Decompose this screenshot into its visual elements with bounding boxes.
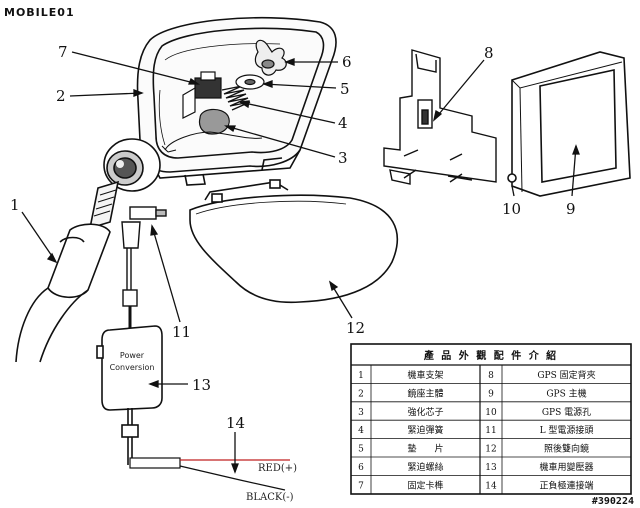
mobile01-logo: MOBILE01 (4, 6, 75, 19)
callout-numbers: 1 2 3 4 5 6 7 8 9 10 11 12 13 14 (10, 43, 576, 432)
table-cell-name: GPS 主機 (546, 387, 586, 399)
callout-1: 1 (10, 196, 20, 214)
table-row: 6 緊迫螺絲 13 機車用變壓器 (351, 456, 631, 473)
callout-2: 2 (56, 87, 66, 105)
table-cell-name: 強化芯子 (407, 406, 443, 418)
table-row: 4 緊迫彈簧 11 L 型電源接頭 (351, 419, 631, 436)
callout-3: 3 (338, 149, 348, 167)
callout-5: 5 (340, 80, 350, 98)
callout-9: 9 (566, 200, 576, 218)
internal-parts (161, 39, 287, 153)
black-wire-label: BLACK(-) (246, 492, 294, 503)
callout-10: 10 (502, 200, 521, 218)
callout-4: 4 (338, 114, 348, 132)
adapter-label-line2: Conversion (110, 363, 155, 372)
table-cell-number: 6 (358, 463, 364, 473)
table-cell-name: 鏡座主體 (407, 387, 443, 399)
table-row: 3 強化芯子 10 GPS 電源孔 (351, 401, 631, 418)
table-cell-name: GPS 電源孔 (542, 407, 591, 418)
table-row: 1 機車支架 8 GPS 固定背夾 (358, 369, 596, 381)
red-wire-label: RED(+) (258, 463, 297, 474)
table-row: 2 鏡座主體 9 GPS 主機 (351, 382, 631, 399)
table-cell-number: 13 (485, 463, 497, 473)
logo-text: MOBILE01 (4, 6, 75, 19)
table-row: 5 墊 片 12 照後雙向鏡 (351, 438, 631, 455)
table-cell-name: 機車用變壓器 (539, 461, 593, 473)
callout-7: 7 (58, 43, 68, 61)
handlebar-mount (15, 180, 120, 363)
table-row: 7 固定卡榫 14 正負極連接端 (351, 474, 631, 491)
power-converter: Power Conversion (96, 325, 163, 465)
table-cell-name: 緊迫彈簧 (407, 424, 443, 436)
callout-12: 12 (346, 319, 365, 337)
ball-joint (103, 138, 161, 192)
table-cell-name: 墊 片 (407, 443, 443, 455)
table-cell-number: 9 (488, 389, 494, 399)
callout-13: 13 (192, 376, 211, 394)
table-cell-number: 5 (358, 445, 364, 455)
table-cell-name: 照後雙向鏡 (544, 443, 589, 455)
table-cell-name: 正負極連接端 (539, 479, 593, 491)
table-cell-number: 10 (485, 408, 497, 418)
table-cell-number: 4 (358, 426, 364, 436)
table-cell-name: 固定卡榫 (407, 479, 443, 491)
table-cell-number: 12 (485, 445, 496, 455)
l-power-connector (121, 206, 167, 330)
table-cell-number: 7 (358, 481, 364, 491)
wire-terminals: RED(+) BLACK(-) (129, 457, 297, 503)
callout-6: 6 (342, 53, 352, 71)
parts-table-rows: 1 機車支架 8 GPS 固定背夾 2 鏡座主體 9 GPS 主機 3 強化芯子 10 GPS 電源孔… (351, 365, 631, 494)
table-cell-name: 緊迫螺絲 (407, 461, 443, 473)
table-cell-number: 14 (485, 481, 497, 491)
callout-8: 8 (484, 44, 494, 62)
table-cell-number: 3 (358, 408, 364, 418)
parts-table-title: 產 品 外 觀 配 件 介 紹 (423, 349, 558, 362)
table-cell-number: 2 (358, 389, 364, 399)
table-cell-name: 機車支架 (407, 369, 443, 381)
adapter-label-line1: Power (120, 351, 145, 360)
mirror-glass (189, 179, 399, 304)
gps-unit (507, 51, 631, 197)
table-cell-number: 11 (485, 426, 496, 436)
callout-leaders (21, 51, 580, 474)
table-cell-name: L 型電源接頭 (540, 424, 594, 436)
watermark: #390224 (592, 496, 634, 507)
gps-back-clip (383, 49, 497, 185)
callout-14: 14 (226, 414, 245, 432)
table-cell-number: 8 (488, 371, 494, 381)
callout-11: 11 (172, 323, 191, 341)
table-cell-number: 1 (358, 371, 364, 381)
table-cell-name: GPS 固定背夾 (537, 369, 595, 381)
mirror-housing (136, 16, 337, 186)
